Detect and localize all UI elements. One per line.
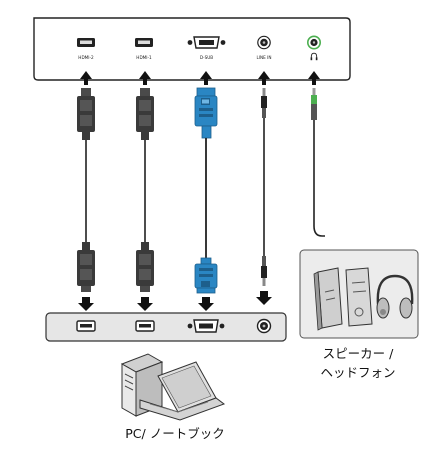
pc-hdmi-port-1 [76,320,96,332]
headphone-device-icon [376,274,414,319]
speaker-cable [311,88,325,237]
arrow-up-headphone [308,71,320,85]
hdmi-1-port: HDMI-1 [135,38,153,60]
pc-hdmi-port-2 [135,320,155,332]
arrows-to-pc [78,291,272,311]
arrow-down-d-sub [198,297,214,311]
hdmi-2-label: HDMI-2 [78,55,94,60]
arrow-down-line-in [256,291,272,305]
pc-port-panel [45,312,287,342]
laptop-icon [139,361,226,421]
vga-cable [194,87,218,294]
arrow-up-hdmi-2 [80,71,92,85]
hdmi-cable-1 [77,88,95,292]
line-in-port: LINE IN [256,35,272,60]
monitor-port-panel [33,17,351,81]
speaker-left-icon [313,267,343,331]
arrow-up-line-in [258,71,270,85]
arrow-up-d-sub [200,71,212,85]
headphone-icon [310,52,318,61]
audio-cable [261,88,267,286]
d-sub-label: D-SUB [200,55,213,60]
arrow-down-hdmi-1 [137,297,153,311]
arrow-up-hdmi-1 [139,71,151,85]
arrow-down-hdmi-2 [78,297,94,311]
hdmi-1-label: HDMI-1 [136,55,152,60]
line-in-label: LINE IN [256,55,271,60]
speaker-headphone-label-line2: ヘッドフォン [320,365,395,380]
headphone-port [306,35,321,61]
d-sub-port: D-SUB [187,36,226,60]
hdmi-cable-2 [136,88,154,292]
arrows-to-monitor [80,71,320,85]
speaker-right-icon [345,267,373,327]
pc-d-sub-port [187,319,225,333]
pc-audio-port [256,318,272,334]
pc-notebook-label: PC/ ノートブック [125,426,224,441]
speaker-headphone-label-line1: スピーカー / [323,346,394,361]
hdmi-2-port: HDMI-2 [77,38,95,60]
